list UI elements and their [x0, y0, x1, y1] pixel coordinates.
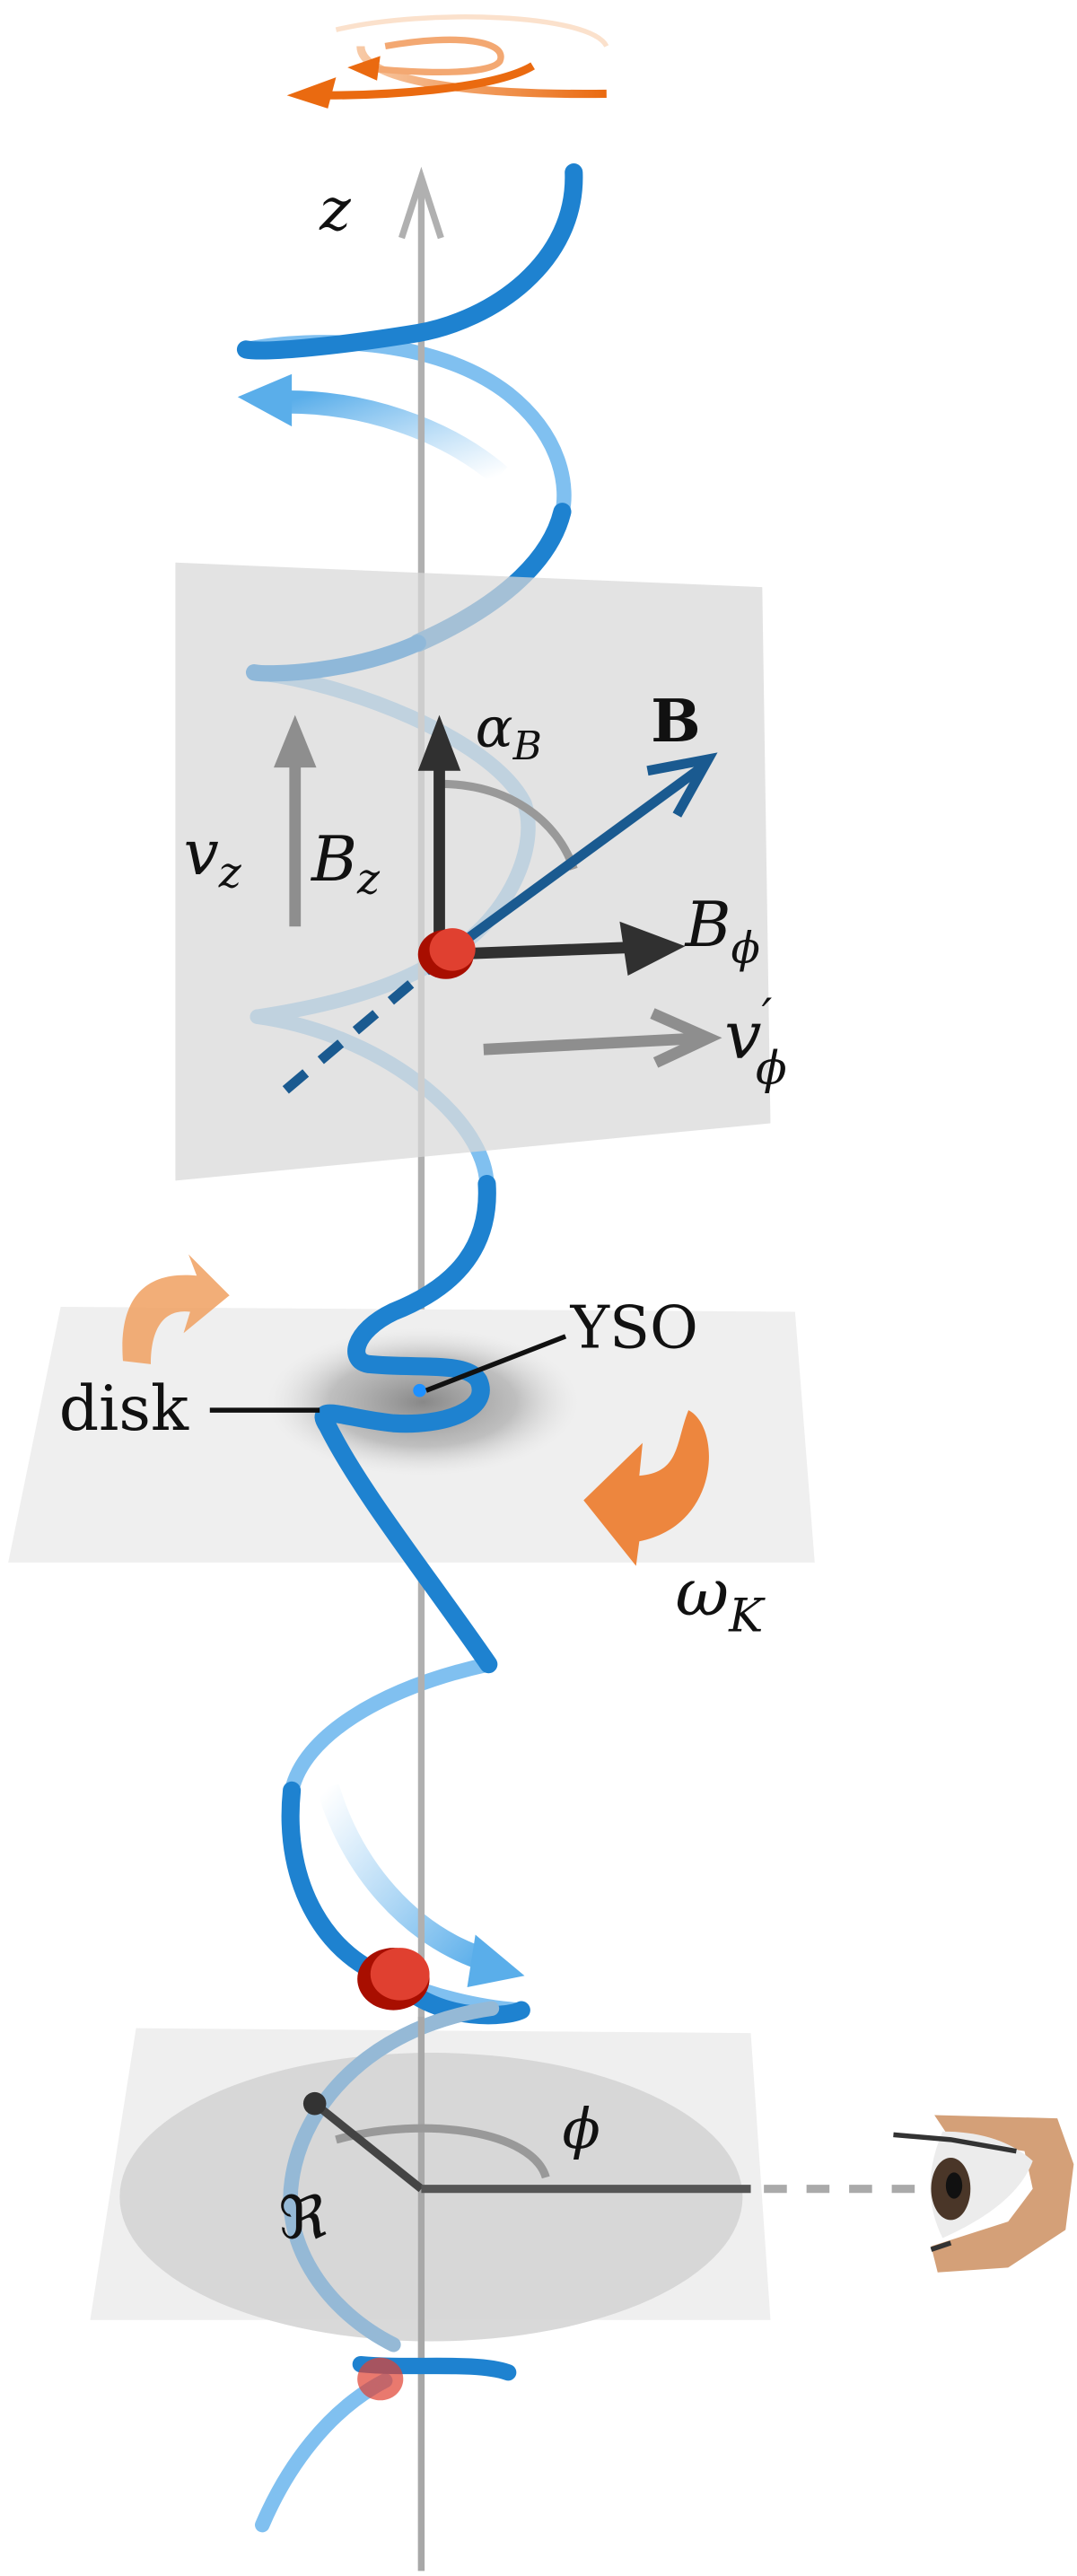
b-label: B [651, 686, 701, 756]
yso-leader-line [425, 1334, 567, 1393]
flow-arrowhead-top [237, 373, 293, 427]
vphi-arrow [483, 1008, 722, 1068]
z-axis-arrowhead [398, 166, 444, 240]
yso-label: YSO [570, 1293, 698, 1362]
rotation-arrow-icon [122, 1254, 709, 1566]
bphi-label: Bϕ [683, 889, 759, 973]
vz-label: vz [184, 818, 242, 898]
accretion-disk [267, 1327, 579, 1476]
projection-ellipse [119, 2053, 743, 2342]
disk-label: disk [59, 1373, 189, 1445]
upper-plane [175, 562, 771, 1181]
particle-upper [417, 928, 476, 979]
particle-lower [357, 1948, 430, 2011]
rotation-arrowhead-outer [286, 77, 337, 109]
bz-label: Bz [310, 824, 381, 905]
radius-endpoint [302, 2091, 327, 2116]
vz-arrow [274, 714, 317, 927]
bz-arrow [417, 714, 461, 955]
b-field-vector [272, 752, 718, 1103]
phi-angle-arc [335, 2124, 550, 2179]
z-label: z [319, 175, 351, 244]
r-label: ℜ [279, 2183, 328, 2252]
vphi-label: v′ϕ [724, 990, 786, 1095]
radius-line [311, 2100, 425, 2193]
flow-arrow-top [286, 390, 508, 485]
particle-faded [357, 2357, 404, 2401]
bphi-arrow [445, 921, 686, 977]
eye-icon [893, 2115, 1074, 2273]
phi-label: ϕ [562, 2096, 600, 2161]
yso-dot [413, 1383, 426, 1398]
flow-arrow-bottom [317, 1783, 488, 1971]
alpha-angle-arc [439, 779, 578, 871]
b-field-dashed-extension [272, 951, 450, 1103]
field-line-front-middle [314, 1174, 498, 1674]
rotation-arrowhead-inner [347, 56, 381, 81]
jet-rotation-spiral [286, 14, 609, 109]
flow-arrowhead-bottom [467, 1934, 525, 1987]
alpha-b-label: αB [476, 694, 542, 769]
omega-k-label: ωK [676, 1555, 766, 1643]
